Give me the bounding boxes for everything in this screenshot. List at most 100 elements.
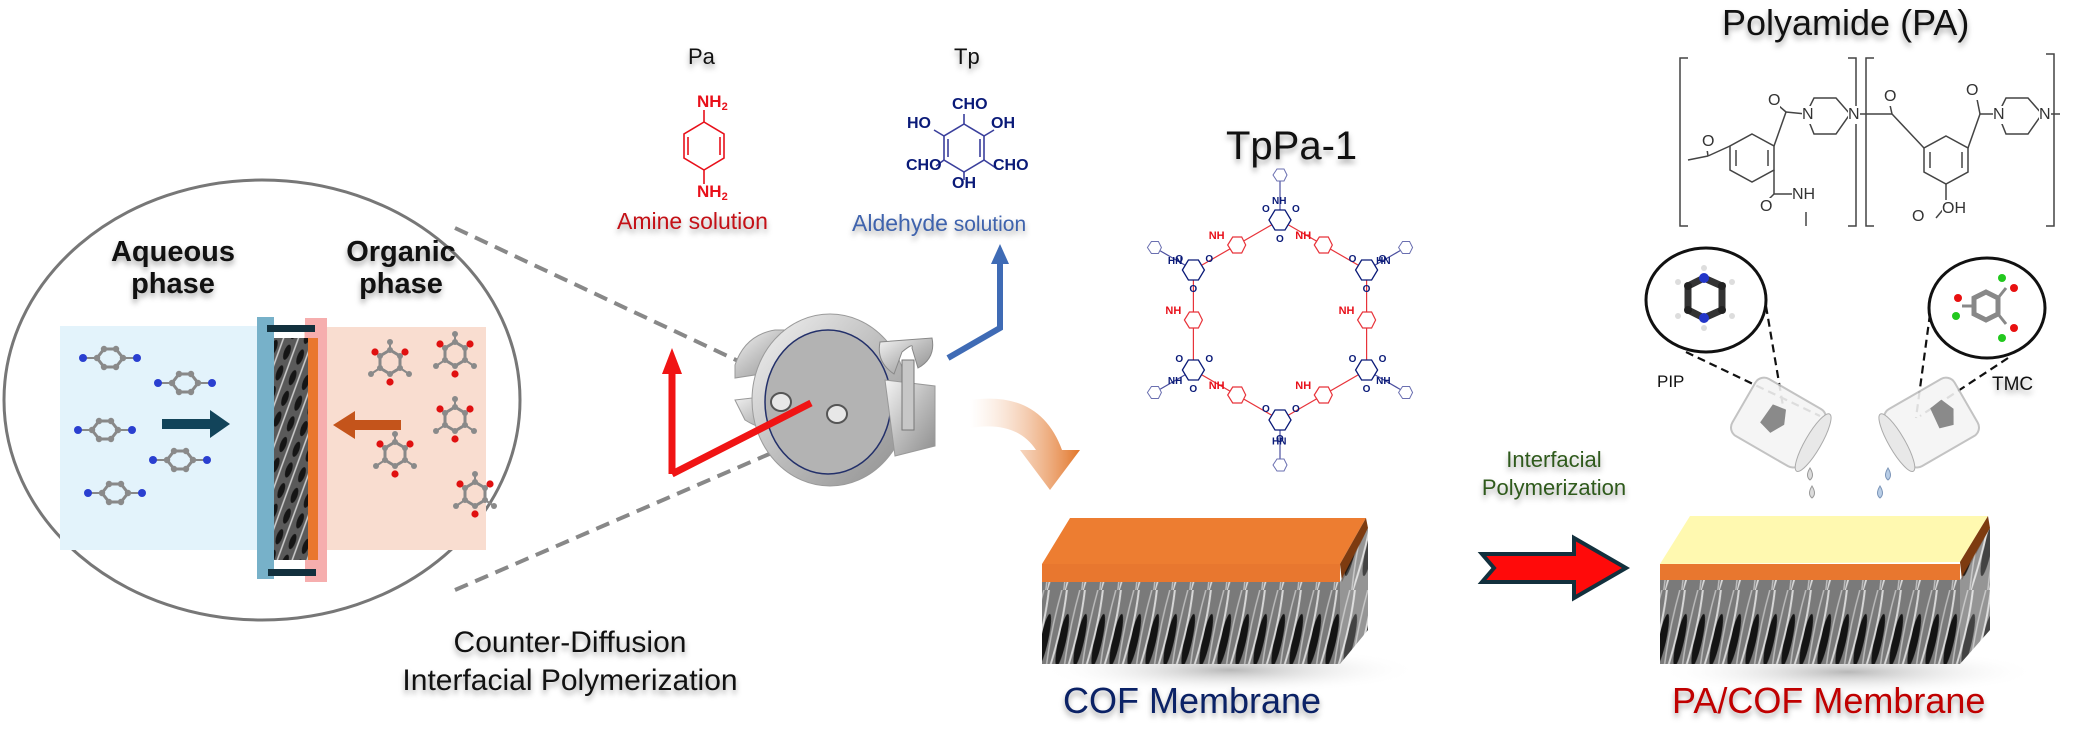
sem-support-layer xyxy=(274,338,308,560)
organic-tp-molecule xyxy=(433,396,477,443)
tp-node-ring xyxy=(1181,359,1206,381)
cof-top-surface xyxy=(1042,518,1366,564)
pa-atom-label: O xyxy=(1760,198,1773,216)
cof-support-front xyxy=(1042,582,1340,664)
pa-atom-label: O xyxy=(1966,82,1979,100)
node-nh-label: HN xyxy=(1272,436,1286,447)
organic-phase-title: Organic phase xyxy=(326,236,476,300)
pa-cof-membrane-block xyxy=(1658,516,2038,696)
tp-node-ring xyxy=(1181,259,1206,281)
pa-atom-label: O xyxy=(1702,133,1715,151)
node-nh-label: NH xyxy=(1168,376,1182,387)
diffusion-cell-membrane xyxy=(257,317,327,582)
counter-diffusion-caption: Counter-Diffusion Interfacial Polymeriza… xyxy=(350,624,790,700)
organic-tp-molecule xyxy=(433,331,477,378)
interfacial-polymerization-label: Interfacial Polymerization xyxy=(1454,446,1654,502)
node-o-label: O xyxy=(1262,204,1270,215)
tp-node-ring xyxy=(1354,359,1379,381)
counter-diffusion-inset: Aqueous phase Organic phase Counter-Diff… xyxy=(0,0,801,736)
node-nh-label: NH xyxy=(1272,196,1286,207)
cof-layer-thin xyxy=(308,338,318,560)
amine-solution-label: Amine solution xyxy=(617,208,768,234)
monomer-pouring xyxy=(1644,246,2047,499)
tp-node-ring xyxy=(1354,259,1379,281)
tmc-molecule xyxy=(1952,274,2018,342)
tp-group-bottom: OH xyxy=(952,175,976,192)
linker-nh-label: NH xyxy=(1165,305,1181,317)
polyamide-title: Polyamide (PA) xyxy=(1722,2,1970,43)
tp-group-upper-right: OH xyxy=(991,115,1015,132)
node-nh-label: HN xyxy=(1168,256,1182,267)
cof-edge xyxy=(1340,518,1368,582)
aqueous-title-line2: phase xyxy=(131,268,215,300)
linker-nh-label: NH xyxy=(1339,305,1355,317)
transition-line2: Polymerization xyxy=(1481,475,1627,500)
node-o-label: O xyxy=(1189,284,1197,295)
tp-group-top: CHO xyxy=(952,96,988,113)
organic-tp-molecule xyxy=(453,471,497,518)
pa-bottom-nh2: NH2 xyxy=(697,182,728,203)
aqueous-side-wall xyxy=(257,317,274,579)
linker-nh-label: NH xyxy=(1209,380,1225,392)
aldehyde-arrow-head xyxy=(991,244,1009,264)
pa-atom-label: N xyxy=(1848,106,1860,124)
terminal-tolyl-ring xyxy=(1272,168,1288,182)
pip-beaker xyxy=(1730,376,1832,472)
caption-line1: Counter-Diffusion xyxy=(453,626,687,659)
solution-word: solution xyxy=(947,213,1027,236)
node-o-label: O xyxy=(1276,434,1284,445)
pa-top-nh2: NH2 xyxy=(697,92,728,113)
aqueous-title-line1: Aqueous xyxy=(110,236,236,268)
pip-zoom-circle xyxy=(1644,246,1768,354)
tp-group-upper-left: HO xyxy=(907,115,931,132)
aldehyde-solution-label: Aldehyde solution xyxy=(852,210,1026,237)
cof-front-edge xyxy=(1042,564,1340,582)
cof-membrane-caption: COF Membrane xyxy=(1063,680,1322,721)
zoom-line-bottom xyxy=(454,443,791,592)
tmc-beaker xyxy=(1878,376,1980,472)
organic-tp-molecule xyxy=(368,339,412,386)
terminal-tolyl-ring xyxy=(1272,458,1288,472)
node-o-label: O xyxy=(1189,384,1197,395)
pa-top-surface xyxy=(1660,516,1988,564)
linker-nh-label: NH xyxy=(1295,380,1311,392)
aqueous-pda-molecule xyxy=(149,447,211,473)
cof-interlayer xyxy=(1660,564,1960,580)
caption-line2: Interfacial Polymerization xyxy=(402,664,738,697)
organic-tp-molecule xyxy=(373,431,417,478)
cof-deposition-arrow xyxy=(970,398,1080,490)
pip-molecule xyxy=(1675,265,1735,331)
pa-atom-label: NH xyxy=(1792,186,1816,204)
aqueous-phase-region xyxy=(60,326,258,550)
node-o-label: O xyxy=(1292,204,1300,215)
cof-title: TpPa-1 xyxy=(1226,124,1358,168)
node-o-label: O xyxy=(1292,404,1300,415)
terminal-tolyl-ring xyxy=(1146,241,1162,254)
tp-group-lower-left: CHO xyxy=(906,157,942,174)
node-o-label: O xyxy=(1379,354,1387,365)
cell-port-left xyxy=(770,392,792,412)
amine-arrow-head xyxy=(662,348,682,374)
pa-linker-ring xyxy=(1183,311,1204,329)
terminal-tolyl-ring xyxy=(1397,241,1414,254)
pa-cof-membrane-caption: PA/COF Membrane xyxy=(1672,680,1986,721)
node-o-label: O xyxy=(1205,354,1213,365)
diffusion-cell-clamp xyxy=(662,244,1009,487)
pa-linker-ring xyxy=(1356,311,1377,329)
pa-atom-label: OH xyxy=(1942,200,1966,218)
pip-label: PIP xyxy=(1657,372,1685,391)
pa-support-front xyxy=(1660,580,1960,664)
pa-edge xyxy=(1960,516,1990,580)
pa-atom-label: O xyxy=(1768,92,1781,110)
pa-structure xyxy=(683,110,725,184)
node-nh-label: HN xyxy=(1376,256,1390,267)
node-o-label: O xyxy=(1276,234,1284,245)
node-o-label: O xyxy=(1379,254,1387,265)
aqueous-diffusion-arrow xyxy=(162,410,230,438)
wing-bolt xyxy=(901,359,915,431)
aqueous-phase-title: Aqueous phase xyxy=(88,236,258,300)
node-o-label: O xyxy=(1349,254,1357,265)
transition-arrow xyxy=(1477,534,1631,602)
linker-nh-label: NH xyxy=(1295,230,1311,242)
